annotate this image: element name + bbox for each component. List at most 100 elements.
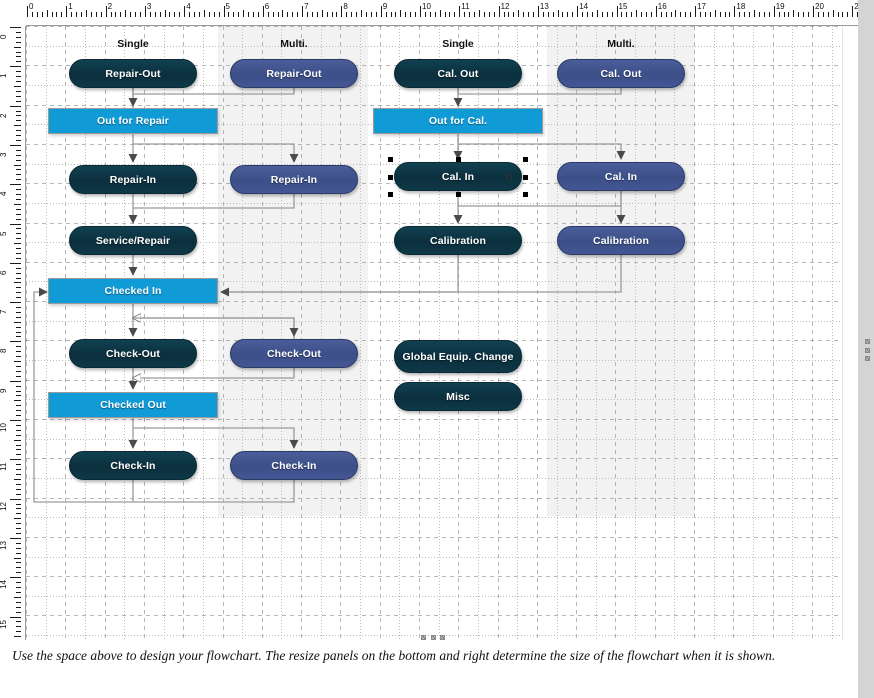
ruler-tick-minor: [203, 10, 205, 17]
ruler-tick-minor: [16, 523, 21, 525]
ruler-tick-major: [10, 616, 21, 618]
node-repair-out-multi[interactable]: Repair-Out: [230, 59, 358, 88]
column-header-single-1: Single: [117, 38, 149, 50]
ruler-tick-minor: [16, 31, 21, 33]
grip-dot-icon: [421, 635, 426, 640]
ruler-tick-minor: [194, 12, 196, 17]
grid-line-major-horizontal: [26, 144, 858, 145]
node-out-for-repair[interactable]: Out for Repair: [48, 108, 218, 134]
rotation-handle[interactable]: [506, 173, 512, 180]
node-cal-out-multi[interactable]: Cal. Out: [557, 59, 685, 88]
node-repair-in-single[interactable]: Repair-In: [69, 165, 197, 194]
conn-cal-out-multi: [458, 88, 622, 95]
resize-handle-bottom[interactable]: [421, 634, 445, 641]
selection-handle[interactable]: [456, 192, 461, 197]
node-label: Check-In: [110, 459, 156, 472]
node-check-out-single[interactable]: Check-Out: [69, 339, 197, 368]
resize-handle-right[interactable]: [861, 339, 873, 361]
node-repair-in-multi[interactable]: Repair-In: [230, 165, 358, 194]
ruler-tick-minor: [16, 449, 21, 451]
ruler-tick-minor: [149, 12, 151, 17]
ruler-tick-minor: [365, 12, 367, 17]
node-calibration-single[interactable]: Calibration: [394, 226, 522, 255]
grid-line-major-horizontal: [26, 301, 858, 302]
ruler-tick-minor: [16, 444, 21, 446]
node-cal-in-single[interactable]: Cal. In: [394, 162, 522, 191]
ruler-tick-minor: [16, 179, 21, 181]
node-cal-out-single[interactable]: Cal. Out: [394, 59, 522, 88]
node-check-in-multi[interactable]: Check-In: [230, 451, 358, 480]
ruler-tick-minor: [434, 12, 436, 17]
ruler-tick-minor: [311, 12, 313, 17]
grid-line-minor-horizontal: [26, 557, 858, 558]
ruler-tick-minor: [71, 12, 73, 17]
ruler-label: 1: [0, 74, 8, 78]
node-calibration-multi[interactable]: Calibration: [557, 226, 685, 255]
node-out-for-cal[interactable]: Out for Cal.: [373, 108, 543, 134]
vertical-scrollbar[interactable]: [842, 0, 858, 640]
ruler-tick-minor: [16, 621, 21, 623]
grid-line-minor-vertical: [557, 26, 558, 640]
ruler-tick-minor: [547, 12, 549, 17]
grid-line-major-vertical: [537, 26, 538, 640]
selection-handle[interactable]: [388, 192, 393, 197]
horizontal-scrollbar[interactable]: [0, 640, 874, 654]
ruler-tick-minor: [16, 287, 21, 289]
ruler-tick-minor: [76, 12, 78, 17]
grid-line-minor-horizontal: [26, 439, 858, 440]
ruler-tick-minor: [744, 12, 746, 17]
ruler-tick-minor: [243, 10, 245, 17]
ruler-tick-minor: [189, 12, 191, 17]
conn-calibration-multi-to-checked-in: [220, 255, 622, 297]
node-checked-in[interactable]: Checked In: [48, 278, 218, 304]
selection-handle[interactable]: [523, 174, 528, 180]
grip-dot-icon: [864, 339, 870, 344]
ruler-tick-minor: [16, 434, 21, 436]
ruler-label: 11: [461, 2, 470, 11]
ruler-tick-minor: [351, 12, 353, 17]
ruler-tick-minor: [14, 557, 21, 559]
selection-handle[interactable]: [523, 157, 528, 162]
node-misc[interactable]: Misc: [394, 382, 522, 411]
node-repair-out-single[interactable]: Repair-Out: [69, 59, 197, 88]
ruler-tick-minor: [660, 12, 662, 17]
ruler-tick-minor: [81, 12, 83, 17]
ruler-tick-minor: [798, 12, 800, 17]
node-cal-in-multi[interactable]: Cal. In: [557, 162, 685, 191]
ruler-tick-minor: [16, 169, 21, 171]
grip-dot-icon: [864, 347, 870, 353]
ruler-tick-minor: [16, 174, 21, 176]
ruler-tick-minor: [16, 474, 21, 476]
node-global-equip-change[interactable]: Global Equip. Change: [394, 340, 522, 373]
ruler-tick-minor: [90, 12, 92, 17]
ruler-tick-minor: [316, 12, 318, 17]
ruler-tick-major: [420, 6, 421, 17]
node-check-in-single[interactable]: Check-In: [69, 451, 197, 480]
ruler-tick-minor: [85, 10, 87, 17]
node-check-out-multi[interactable]: Check-Out: [230, 339, 358, 368]
ruler-tick-minor: [808, 12, 810, 17]
ruler-tick-minor: [16, 154, 21, 156]
selection-handle[interactable]: [388, 174, 393, 180]
conn-ofc-to-cal-in-multi: [458, 143, 626, 160]
ruler-tick-major: [302, 6, 304, 17]
conn-checked-in-to-check-out-multi: [133, 317, 299, 337]
grid-line-minor-vertical: [85, 26, 86, 640]
ruler-tick-minor: [16, 110, 21, 112]
ruler-tick-minor: [793, 10, 795, 17]
node-service-repair[interactable]: Service/Repair: [69, 226, 197, 255]
ruler-tick-minor: [542, 12, 544, 17]
grip-dot-icon: [430, 635, 436, 640]
node-checked-out[interactable]: Checked Out: [48, 392, 218, 418]
ruler-tick-minor: [272, 12, 274, 17]
ruler-tick-minor: [16, 233, 21, 235]
selection-handle[interactable]: [456, 157, 461, 162]
selection-handle[interactable]: [388, 157, 393, 162]
ruler-tick-minor: [16, 375, 21, 377]
selection-handle[interactable]: [523, 192, 528, 197]
ruler-tick-minor: [16, 488, 21, 490]
